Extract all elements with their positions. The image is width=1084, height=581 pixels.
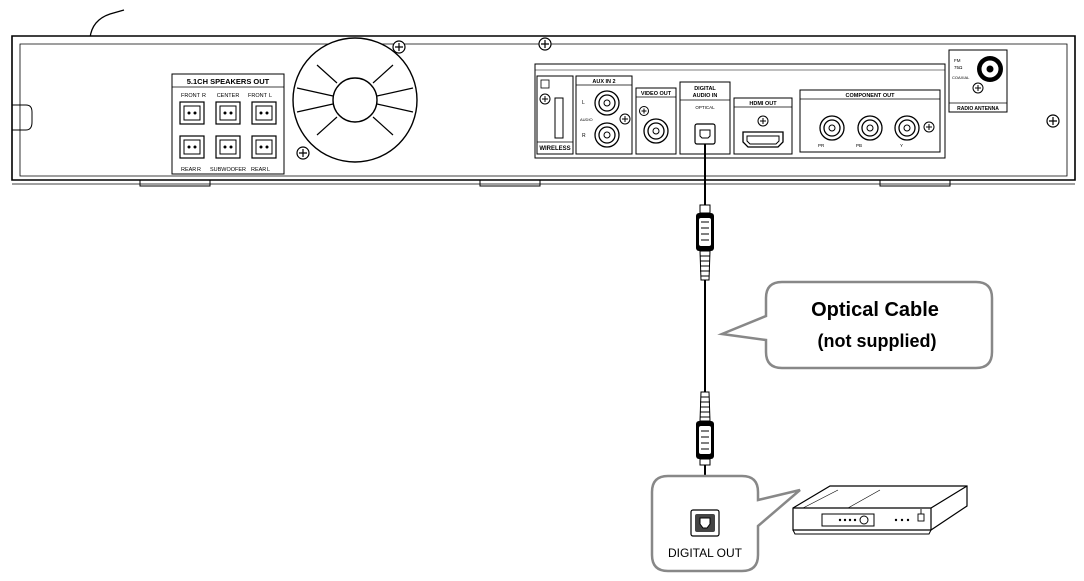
wireless-label: WIRELESS (539, 146, 570, 152)
svg-text:SUBWOOFER: SUBWOOFER (210, 167, 246, 173)
speaker-terminal-front-l[interactable] (251, 101, 277, 125)
callout-title: Optical Cable (811, 299, 939, 321)
optical-plug-icon (696, 391, 714, 466)
hdmi-out-panel: HDMI OUT (733, 97, 793, 155)
svg-text:VIDEO OUT: VIDEO OUT (641, 91, 672, 97)
svg-text:R: R (582, 133, 586, 139)
source-device-icon (792, 485, 968, 535)
svg-text:PR: PR (818, 143, 825, 148)
svg-text:DIGITAL: DIGITAL (694, 86, 716, 92)
optical-in-port[interactable] (694, 123, 716, 145)
optical-cable (696, 144, 714, 520)
fm-antenna-jack[interactable] (977, 56, 1003, 82)
svg-text:L: L (267, 167, 270, 173)
speaker-terminal-center[interactable] (215, 101, 241, 125)
svg-text:RADIO ANTENNA: RADIO ANTENNA (957, 106, 999, 112)
radio-antenna-panel: FM 75Ω COAXIAL RADIO ANTENNA (948, 49, 1008, 113)
hdmi-out-port[interactable] (742, 131, 784, 148)
svg-text:COAXIAL: COAXIAL (952, 75, 970, 80)
svg-text:REAR: REAR (251, 167, 266, 173)
svg-text:L: L (269, 93, 272, 99)
cable-callout: Optical Cable (not supplied) (717, 280, 994, 370)
svg-text:75Ω: 75Ω (954, 65, 963, 70)
component-pr-jack[interactable] (819, 115, 845, 141)
aux-audio-l-jack[interactable] (594, 90, 620, 116)
screw-icon (1046, 114, 1060, 128)
digital-out-label: DIGITAL OUT (668, 546, 743, 560)
component-pb-jack[interactable] (857, 115, 883, 141)
svg-text:PB: PB (856, 143, 862, 148)
callout-subtitle: (not supplied) (818, 331, 937, 351)
component-out-panel: COMPONENT OUT PR PB Y (799, 89, 941, 153)
aux-audio-r-jack[interactable] (594, 122, 620, 148)
svg-text:R: R (202, 93, 206, 99)
svg-text:HDMI OUT: HDMI OUT (749, 101, 777, 107)
screw-icon (538, 37, 552, 51)
video-out-panel: VIDEO OUT (635, 87, 677, 155)
digital-audio-in-panel: DIGITAL AUDIO IN OPTICAL (679, 81, 731, 155)
wireless-port[interactable]: WIRELESS (536, 75, 574, 155)
svg-text:FM: FM (954, 58, 961, 63)
svg-text:FRONT: FRONT (248, 93, 268, 99)
speaker-terminal-front-r[interactable] (179, 101, 205, 125)
io-panel (534, 63, 946, 159)
component-y-jack[interactable] (894, 115, 920, 141)
svg-text:CENTER: CENTER (217, 93, 240, 99)
speakers-out-panel: 5.1CH SPEAKERS OUT FRONT R CENTER FRONT … (171, 73, 285, 175)
svg-text:AUDIO: AUDIO (580, 117, 593, 122)
speakers-title: 5.1CH SPEAKERS OUT (187, 77, 270, 86)
aux-in-2-panel: AUX IN 2 L AUDIO R (575, 75, 633, 155)
svg-text:AUX IN 2: AUX IN 2 (592, 79, 615, 85)
svg-text:L: L (582, 100, 585, 106)
digital-out-port[interactable] (690, 509, 720, 537)
fan-grille-icon (292, 37, 418, 163)
video-out-jack[interactable] (643, 118, 669, 144)
optical-plug-icon (696, 204, 714, 281)
svg-text:Y: Y (900, 143, 903, 148)
speaker-terminal-subwoofer[interactable] (215, 135, 241, 159)
svg-text:REAR: REAR (181, 167, 196, 173)
svg-text:OPTICAL: OPTICAL (695, 105, 715, 110)
speaker-terminal-rear-l[interactable] (251, 135, 277, 159)
svg-text:AUDIO IN: AUDIO IN (693, 93, 718, 99)
svg-text:COMPONENT OUT: COMPONENT OUT (846, 93, 896, 99)
svg-text:FRONT: FRONT (181, 93, 201, 99)
speaker-terminal-rear-r[interactable] (179, 135, 205, 159)
digital-out-callout: DIGITAL OUT (650, 474, 801, 573)
svg-text:R: R (197, 167, 201, 173)
